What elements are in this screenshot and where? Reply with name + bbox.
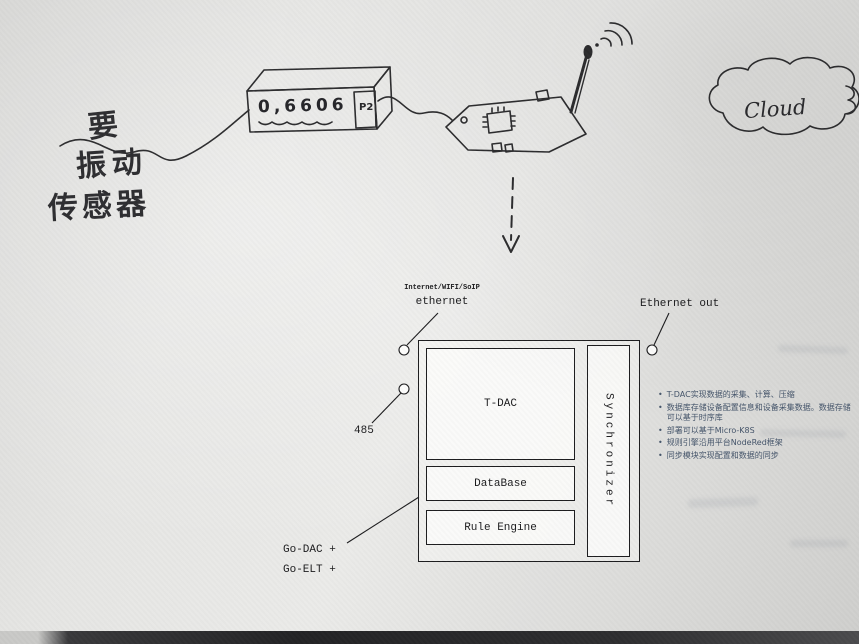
cloud-sketch	[708, 56, 859, 136]
photo-bottom-edge	[0, 631, 859, 644]
device-display-digits: 0,6606	[257, 94, 348, 118]
note-text: 同步模块实现配置和数据的同步	[666, 450, 779, 460]
module-database: DataBase	[426, 466, 575, 501]
ethernet-out-connector-line	[653, 312, 670, 346]
note-item: • 部署可以基于Micro-K8S	[658, 426, 854, 437]
go-dac-label: Go-DAC +	[283, 544, 336, 556]
module-tdac-label: T-DAC	[483, 398, 517, 410]
ethernet-out-label: Ethernet out	[640, 298, 720, 310]
bullet-icon: •	[658, 450, 663, 460]
go-dac-pointer-line	[346, 496, 420, 544]
ethernet-in-port	[398, 344, 410, 356]
ethernet-in-connector-line	[406, 312, 439, 346]
wifi-waves-icon	[595, 22, 633, 47]
bus-485-port	[398, 383, 410, 395]
device-port-label: P2	[359, 102, 374, 113]
architecture-notes: • T-DAC实现数据的采集、计算、压缩 • 数据库存储设备配置信息和设备采集数…	[658, 390, 854, 463]
module-database-label: DataBase	[474, 477, 527, 490]
chip-icon	[486, 110, 513, 134]
module-rule-engine: Rule Engine	[426, 510, 575, 545]
go-elt-label: Go-ELT +	[283, 564, 336, 576]
module-tdac: T-DAC	[426, 348, 575, 460]
cloud-label: Cloud	[743, 94, 808, 124]
ethernet-in-label: ethernet	[415, 296, 469, 308]
bullet-icon: •	[658, 402, 663, 412]
antenna-icon	[569, 45, 593, 114]
note-item: • T-DAC实现数据的采集、计算、压缩	[658, 390, 854, 401]
note-item: • 同步模块实现配置和数据的同步	[658, 451, 854, 462]
go-stack-labels: Go-DAC + Go-ELT +	[283, 540, 336, 580]
module-synchronizer: Synchronizer	[587, 345, 630, 557]
ethernet-out-port	[646, 344, 658, 356]
device-board-cable-line	[377, 96, 453, 121]
note-text: 规则引擎沿用平台NodeRed框架	[666, 438, 783, 448]
note-text: 数据库存储设备配置信息和设备采集数据。数据存储可以基于时序库	[666, 402, 851, 423]
module-synchronizer-label: Synchronizer	[602, 393, 615, 509]
bullet-icon: •	[658, 390, 663, 399]
bullet-icon: •	[658, 438, 663, 448]
circuit-board-sketch	[445, 89, 587, 153]
module-rule-engine-label: Rule Engine	[464, 521, 537, 534]
handwritten-note-line3: 传感器	[47, 186, 151, 227]
bullet-icon: •	[658, 425, 663, 435]
bus-485-label: 485	[354, 425, 374, 437]
sensor-cable-line	[59, 109, 250, 161]
note-item: • 规则引擎沿用平台NodeRed框架	[658, 438, 854, 449]
note-text: 部署可以基于Micro-K8S	[666, 425, 755, 435]
dashed-arrow-down	[502, 177, 520, 253]
ethernet-in-caption: Internet/WIFI/SoIP	[404, 284, 480, 292]
handwritten-note-line2: 振动	[74, 144, 150, 185]
bus-485-connector-line	[371, 392, 402, 424]
note-text: T-DAC实现数据的采集、计算、压缩	[666, 390, 795, 399]
handwritten-note-line1: 要	[86, 107, 120, 146]
note-item: • 数据库存储设备配置信息和设备采集数据。数据存储可以基于时序库	[658, 403, 854, 424]
display-underline	[258, 121, 333, 126]
device-box-sketch	[246, 66, 393, 133]
